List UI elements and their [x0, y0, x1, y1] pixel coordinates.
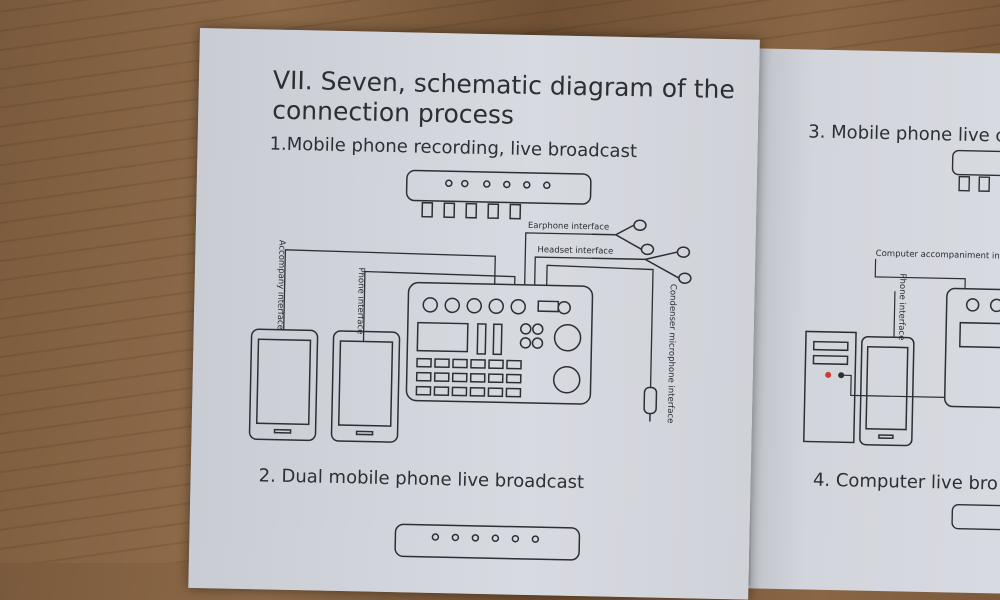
mixer-top-view-right — [951, 149, 1000, 192]
headset-icon — [591, 246, 692, 284]
phone-interface-label-right: Phone interface — [896, 273, 907, 340]
headset-interface-label: Headset interface — [537, 245, 613, 257]
computer-tower-icon — [803, 330, 857, 444]
mixer-front-view-right — [943, 287, 1000, 410]
phone-interface-label: Phone interface — [355, 267, 366, 334]
connection-diagram: Earphone interface Headset interface Acc… — [248, 169, 692, 561]
right-page: 3. Mobile phone live co 4. Computer live… — [728, 48, 1000, 595]
earphone-icon — [591, 219, 655, 256]
cables — [283, 232, 654, 388]
mixer-top-view — [405, 169, 592, 220]
mixer-top-view-right-bottom — [951, 503, 1000, 532]
phone-icon-left — [248, 328, 319, 442]
earphone-interface-label: Earphone interface — [528, 221, 609, 233]
phone-icon-right — [330, 330, 401, 443]
accompany-interface-label: Accompany interface — [275, 240, 287, 330]
mixer-top-view-bottom — [394, 523, 581, 561]
phone-icon-right — [859, 335, 915, 447]
right-page-diagram: Computer accompaniment inter Phone inter… — [803, 149, 1000, 532]
microphone-icon — [643, 386, 658, 422]
condenser-mic-interface-label: Condenser microphone interface — [665, 284, 678, 424]
mixer-front-view — [405, 281, 594, 405]
computer-accompaniment-label: Computer accompaniment inter — [876, 249, 1000, 262]
left-page: VII. Seven, schematic diagram of the con… — [188, 28, 760, 600]
